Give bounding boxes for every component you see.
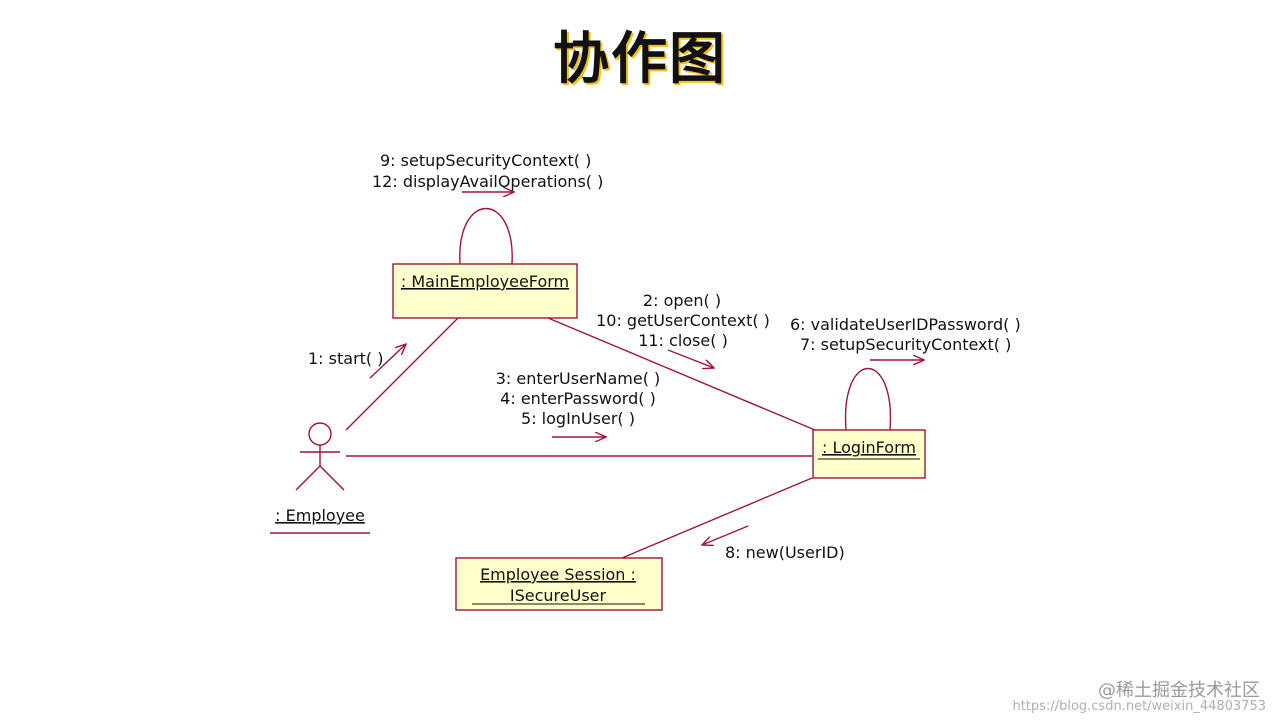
message-label: 5: logInUser( ) xyxy=(521,409,635,428)
messages-main-self: 9: setupSecurityContext( ) 12: displayAv… xyxy=(372,151,603,191)
link-login-session xyxy=(621,477,813,559)
watermark-brand: @稀土掘金技术社区 xyxy=(1098,680,1260,701)
object-employee-session: Employee Session : ISecureUser xyxy=(455,557,663,611)
self-link-main xyxy=(459,208,513,265)
messages-actor-to-login: 3: enterUserName( ) 4: enterPassword( ) … xyxy=(496,369,661,428)
messages-main-to-login: 2: open( ) 10: getUserContext( ) 11: clo… xyxy=(596,291,770,350)
arrow-start xyxy=(369,344,406,379)
arrow-main-to-login xyxy=(667,349,714,368)
message-label: 9: setupSecurityContext( ) xyxy=(380,151,591,170)
arrow-login-to-session xyxy=(702,525,749,545)
message-label: 12: displayAvailOperations( ) xyxy=(372,172,603,191)
self-link-login xyxy=(844,368,892,431)
watermark-url: https://blog.csdn.net/weixin_44803753 xyxy=(1012,699,1266,714)
actor-head-icon xyxy=(308,422,332,446)
message-label: 2: open( ) xyxy=(643,291,721,310)
messages-login-self: 6: validateUserIDPassword( ) 7: setupSec… xyxy=(790,315,1021,354)
object-login-form: : LoginForm xyxy=(812,429,926,479)
message-label: 7: setupSecurityContext( ) xyxy=(800,335,1011,354)
page-title: 协作图 xyxy=(553,27,727,92)
messages-actor-to-main: 1: start( ) xyxy=(308,349,384,368)
link-actor-main xyxy=(345,317,459,431)
message-label: 3: enterUserName( ) xyxy=(496,369,661,388)
messages-login-to-session: 8: new(UserID) xyxy=(725,543,845,562)
message-label: 10: getUserContext( ) xyxy=(596,311,770,330)
message-label: 11: close( ) xyxy=(638,331,728,350)
actor-label: : Employee xyxy=(275,506,365,525)
message-label: 4: enterPassword( ) xyxy=(500,389,656,408)
object-main-employee-form: : MainEmployeeForm xyxy=(392,263,578,319)
message-label: 6: validateUserIDPassword( ) xyxy=(790,315,1021,334)
actor-employee: : Employee xyxy=(270,422,370,534)
link-main-login xyxy=(547,317,816,431)
main-employee-form-label: : MainEmployeeForm xyxy=(401,272,569,291)
message-label: 1: start( ) xyxy=(308,349,384,368)
message-label: 8: new(UserID) xyxy=(725,543,845,562)
employee-session-label-line2: ISecureUser xyxy=(510,586,607,605)
login-form-label: : LoginForm xyxy=(822,438,916,457)
employee-session-label-line1: Employee Session : xyxy=(480,565,636,584)
